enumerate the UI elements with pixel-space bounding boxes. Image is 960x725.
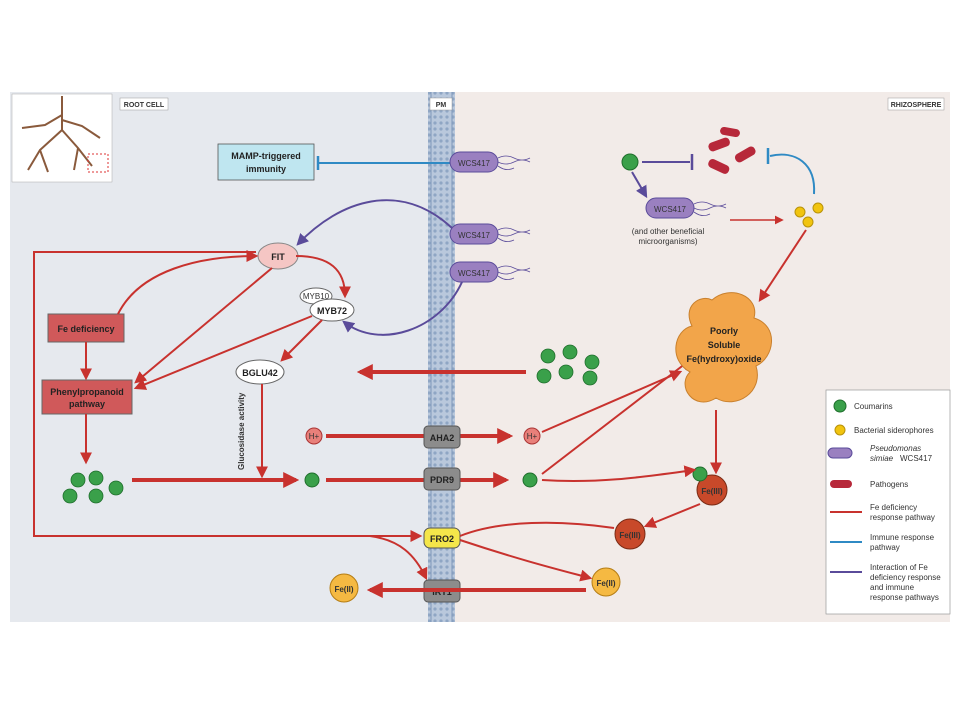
svg-text:pathway: pathway — [69, 399, 105, 409]
svg-text:and immune: and immune — [870, 583, 915, 592]
svg-text:MAMP-triggered: MAMP-triggered — [231, 151, 301, 161]
pathogen-cluster-icon — [708, 126, 756, 174]
svg-text:immunity: immunity — [246, 164, 286, 174]
coumarin-icon — [621, 153, 639, 171]
legend-interaction-path: Interaction of Fe — [870, 563, 928, 572]
fro2-enzyme: FRO2 — [423, 527, 461, 549]
aha2-transporter: AHA2 — [423, 425, 461, 449]
svg-text:WCS417: WCS417 — [458, 231, 491, 240]
coumarin-cluster — [536, 344, 600, 386]
fe-ii-cell: Fe(II) — [329, 573, 359, 603]
legend-wcs-species2: simiae — [870, 454, 894, 463]
coumarin-cluster — [62, 470, 124, 504]
svg-text:response pathway: response pathway — [870, 513, 935, 522]
coumarin-icon — [304, 472, 320, 488]
svg-text:response pathways: response pathways — [870, 593, 939, 602]
svg-text:PDR9: PDR9 — [430, 475, 454, 485]
svg-text:Fe(III): Fe(III) — [619, 531, 641, 540]
wcs417-note: (and other beneficial — [632, 227, 705, 236]
bglu42-node: BGLU42 — [235, 359, 285, 385]
wcs417-bacterium: WCS417 — [449, 151, 531, 173]
h-plus-rhizo: H+ — [523, 427, 541, 445]
svg-text:WCS417: WCS417 — [458, 159, 491, 168]
svg-text:Poorly: Poorly — [710, 326, 738, 336]
svg-text:Phenylpropanoid: Phenylpropanoid — [50, 387, 124, 397]
legend-fe-path: Fe deficiency — [870, 503, 917, 512]
svg-text:Fe(hydroxy)oxide: Fe(hydroxy)oxide — [686, 354, 761, 364]
coumarin-icon — [522, 472, 538, 488]
legend-wcs-species: Pseudomonas — [870, 444, 921, 453]
fe-iii-node: Fe(III) — [614, 518, 646, 550]
svg-text:pathway: pathway — [870, 543, 900, 552]
svg-text:Soluble: Soluble — [708, 340, 741, 350]
legend-pathogens: Pathogens — [870, 480, 908, 489]
fe-ii-rhizo: Fe(II) — [591, 567, 621, 597]
svg-text:MYB10: MYB10 — [303, 292, 330, 301]
svg-text:Fe(II): Fe(II) — [334, 585, 353, 594]
svg-text:Fe(II): Fe(II) — [596, 579, 615, 588]
svg-text:Fe(III): Fe(III) — [701, 487, 723, 496]
legend: Coumarins Bacterial siderophores Pseudom… — [825, 389, 951, 615]
h-plus-cell: H+ — [305, 427, 323, 445]
legend-immune-path: Immune response — [870, 533, 935, 542]
wcs417-bacterium: WCS417 — [449, 223, 531, 245]
root-cell-title: ROOT CELL — [124, 102, 165, 109]
mamp-immunity-box: MAMP-triggered immunity — [217, 143, 315, 181]
svg-text:AHA2: AHA2 — [430, 433, 455, 443]
rhizosphere-title: RHIZOSPHERE — [891, 102, 942, 109]
svg-text:FRO2: FRO2 — [430, 534, 454, 544]
pm-title: PM — [436, 102, 447, 109]
wcs417-bacterium: WCS417 — [645, 197, 727, 219]
svg-text:WCS417: WCS417 — [654, 205, 687, 214]
pdr9-transporter: PDR9 — [423, 467, 461, 491]
svg-text:MYB72: MYB72 — [317, 306, 347, 316]
svg-text:BGLU42: BGLU42 — [242, 368, 278, 378]
wcs417-note: microorganisms) — [638, 237, 697, 246]
fe-iii-coumarin-complex: Fe(III) — [692, 466, 728, 506]
siderophore-cluster — [794, 202, 824, 228]
fe-deficiency-box: Fe deficiency — [47, 313, 125, 343]
svg-text:H+: H+ — [309, 432, 320, 441]
wcs417-bacterium: WCS417 — [449, 261, 531, 283]
svg-text:WCS417: WCS417 — [458, 269, 491, 278]
phenylpropanoid-box: Phenylpropanoid pathway — [41, 379, 133, 415]
myb72-node: MYB72 — [309, 298, 355, 322]
svg-text:FIT: FIT — [271, 252, 285, 262]
svg-text:deficiency response: deficiency response — [870, 573, 941, 582]
svg-text:H+: H+ — [527, 432, 538, 441]
legend-siderophores: Bacterial siderophores — [854, 426, 934, 435]
legend-wcs-strain: WCS417 — [900, 454, 933, 463]
fe-hydroxyoxide-blob: Poorly Soluble Fe(hydroxy)oxide — [675, 292, 772, 403]
svg-text:Fe deficiency: Fe deficiency — [57, 324, 114, 334]
fit-node: FIT — [257, 242, 299, 270]
legend-coumarins: Coumarins — [854, 402, 893, 411]
root-sketch-icon — [11, 93, 113, 183]
glucosidase-label: Glucosidase activity — [237, 392, 246, 470]
